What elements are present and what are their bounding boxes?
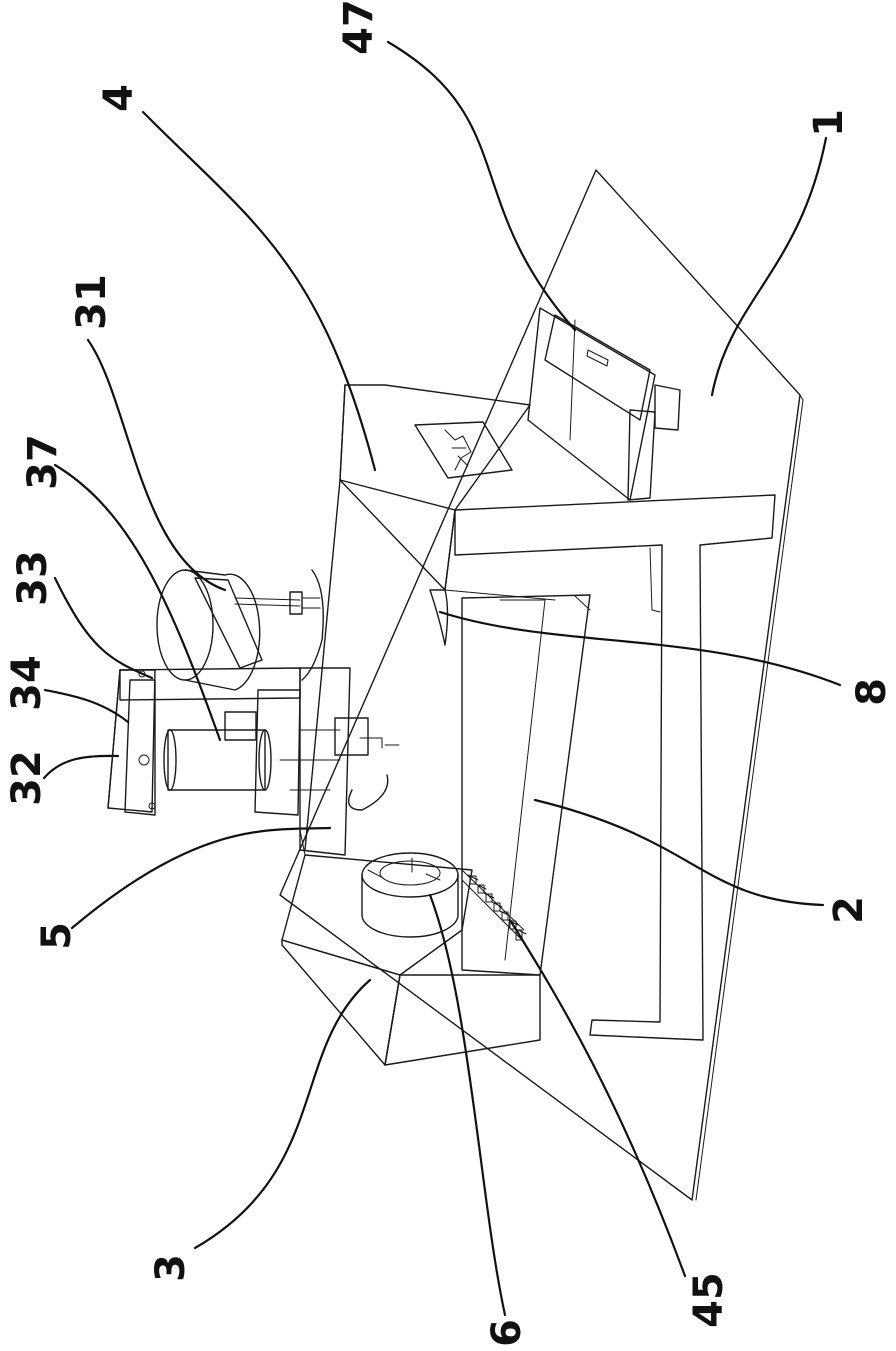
leader-33 bbox=[55, 578, 152, 678]
leader-31 bbox=[88, 340, 225, 590]
label-37: 37 bbox=[20, 434, 66, 490]
chuck bbox=[362, 853, 458, 937]
side-box bbox=[528, 308, 680, 500]
label-47: 47 bbox=[336, 0, 382, 55]
leader-5 bbox=[72, 828, 330, 928]
leader-47 bbox=[388, 42, 575, 330]
label-2: 2 bbox=[826, 896, 872, 924]
leader-8 bbox=[440, 612, 840, 685]
label-3: 3 bbox=[148, 1254, 194, 1282]
label-31: 31 bbox=[69, 274, 115, 330]
label-6: 6 bbox=[484, 1319, 530, 1347]
label-5: 5 bbox=[34, 922, 80, 950]
leader-45 bbox=[510, 920, 685, 1276]
label-8: 8 bbox=[849, 678, 895, 706]
frame bbox=[455, 495, 775, 1040]
leader-3 bbox=[195, 980, 370, 1248]
label-32: 32 bbox=[4, 750, 50, 806]
leader-6 bbox=[430, 895, 505, 1315]
base-plate bbox=[280, 170, 803, 1200]
label-1: 1 bbox=[806, 109, 852, 137]
front-block bbox=[282, 830, 540, 1065]
label-34: 34 bbox=[4, 655, 50, 711]
leader-32 bbox=[44, 756, 118, 778]
cylinder-unit bbox=[108, 668, 399, 815]
part-labels: 1 47 4 31 37 33 34 32 8 5 2 3 6 45 bbox=[4, 0, 895, 1347]
bridge bbox=[305, 385, 555, 850]
leader-lines bbox=[44, 42, 840, 1315]
leader-2 bbox=[535, 800, 823, 905]
label-45: 45 bbox=[686, 1272, 732, 1328]
motor bbox=[157, 570, 323, 690]
label-33: 33 bbox=[10, 550, 56, 606]
label-4: 4 bbox=[96, 84, 142, 112]
leader-4 bbox=[143, 112, 375, 470]
leader-1 bbox=[712, 138, 826, 395]
